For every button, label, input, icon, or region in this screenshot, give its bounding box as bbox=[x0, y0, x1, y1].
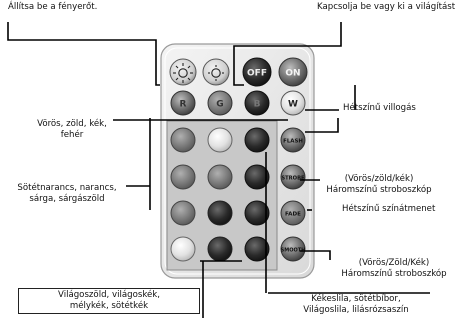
rgbw-label-line1: Vörös, zöld, kék, bbox=[37, 119, 107, 129]
on-button[interactable]: ON bbox=[278, 57, 308, 87]
fade-label: Hétszínű színátmenet bbox=[342, 204, 436, 214]
purple-colors-label: Kékeslila, sötétbíbor, Világoslila, lilá… bbox=[283, 294, 429, 316]
strobe-button[interactable]: STROBE bbox=[280, 164, 306, 190]
flash-label: Hétszínű villogás bbox=[343, 103, 416, 113]
cool-colors-label-line2: mélykék, sötétkék bbox=[69, 301, 149, 311]
green-button[interactable]: G bbox=[207, 90, 233, 116]
strobe-button-label: STROBE bbox=[281, 176, 305, 182]
color-button[interactable] bbox=[207, 164, 233, 190]
strobe-label-line1: (Vörös/zöld/kék) bbox=[344, 174, 414, 184]
color-button[interactable] bbox=[170, 127, 196, 153]
red-button[interactable]: R bbox=[170, 90, 196, 116]
green-button-label: G bbox=[216, 100, 223, 110]
rgbw-label: Vörös, zöld, kék, fehér bbox=[30, 119, 114, 141]
rgbw-label-line2: fehér bbox=[60, 130, 84, 140]
strobe-label: (Vörös/zöld/kék) Háromszínű stroboszkóp bbox=[322, 174, 436, 196]
fade-button-label: FADE bbox=[285, 212, 301, 218]
smooth-label-line1: (Vörös/Zöld/Kék) bbox=[358, 258, 430, 268]
smooth-button-label: SMOOTH bbox=[281, 248, 306, 254]
warm-colors-label-line1: Sötétnarancs, narancs, bbox=[17, 183, 117, 193]
color-button[interactable] bbox=[207, 236, 233, 262]
power-label: Kapcsolja be vagy ki a világítást bbox=[317, 2, 456, 12]
color-button[interactable] bbox=[207, 200, 233, 226]
fade-button[interactable]: FADE bbox=[280, 200, 306, 226]
flash-button-label: FLASH bbox=[283, 139, 303, 145]
blue-button-label: B bbox=[254, 100, 261, 110]
cool-colors-label-line1: Világoszöld, világoskék, bbox=[58, 290, 160, 300]
brightness-up-icon bbox=[173, 63, 193, 83]
off-button-label: OFF bbox=[247, 69, 267, 79]
purple-colors-label-line2: Világoslila, lilásrózsaszín bbox=[303, 305, 409, 315]
off-button[interactable]: OFF bbox=[242, 57, 272, 87]
color-button[interactable] bbox=[170, 164, 196, 190]
brightness-down-icon bbox=[208, 65, 224, 81]
strobe-label-line2: Háromszínű stroboszkóp bbox=[326, 185, 432, 195]
brightness-down-button[interactable] bbox=[202, 58, 230, 86]
blue-button[interactable]: B bbox=[244, 90, 270, 116]
color-button[interactable] bbox=[244, 236, 270, 262]
white-button[interactable]: W bbox=[280, 90, 306, 116]
warm-colors-label: Sötétnarancs, narancs, sárga, sárgászöld bbox=[7, 183, 127, 205]
flash-button[interactable]: FLASH bbox=[280, 127, 306, 153]
smooth-button[interactable]: SMOOTH bbox=[280, 236, 306, 262]
smooth-label-line2: Háromszínű stroboszkóp bbox=[341, 269, 447, 279]
white-button-label: W bbox=[288, 100, 298, 110]
color-button[interactable] bbox=[244, 164, 270, 190]
on-button-label: ON bbox=[285, 69, 300, 79]
red-button-label: R bbox=[180, 100, 187, 110]
smooth-label: (Vörös/Zöld/Kék) Háromszínű stroboszkóp bbox=[331, 258, 457, 280]
color-button[interactable] bbox=[207, 127, 233, 153]
color-button[interactable] bbox=[244, 200, 270, 226]
color-button[interactable] bbox=[244, 127, 270, 153]
purple-colors-label-line1: Kékeslila, sötétbíbor, bbox=[311, 294, 401, 304]
leader-lines bbox=[7, 22, 430, 318]
cool-colors-label: Világoszöld, világoskék, mélykék, sötétk… bbox=[18, 288, 200, 314]
warm-colors-label-line2: sárga, sárgászöld bbox=[29, 194, 105, 204]
brightness-label: Állítsa be a fényerőt. bbox=[8, 2, 98, 12]
color-button[interactable] bbox=[170, 236, 196, 262]
color-button[interactable] bbox=[170, 200, 196, 226]
brightness-up-button[interactable] bbox=[169, 58, 197, 86]
